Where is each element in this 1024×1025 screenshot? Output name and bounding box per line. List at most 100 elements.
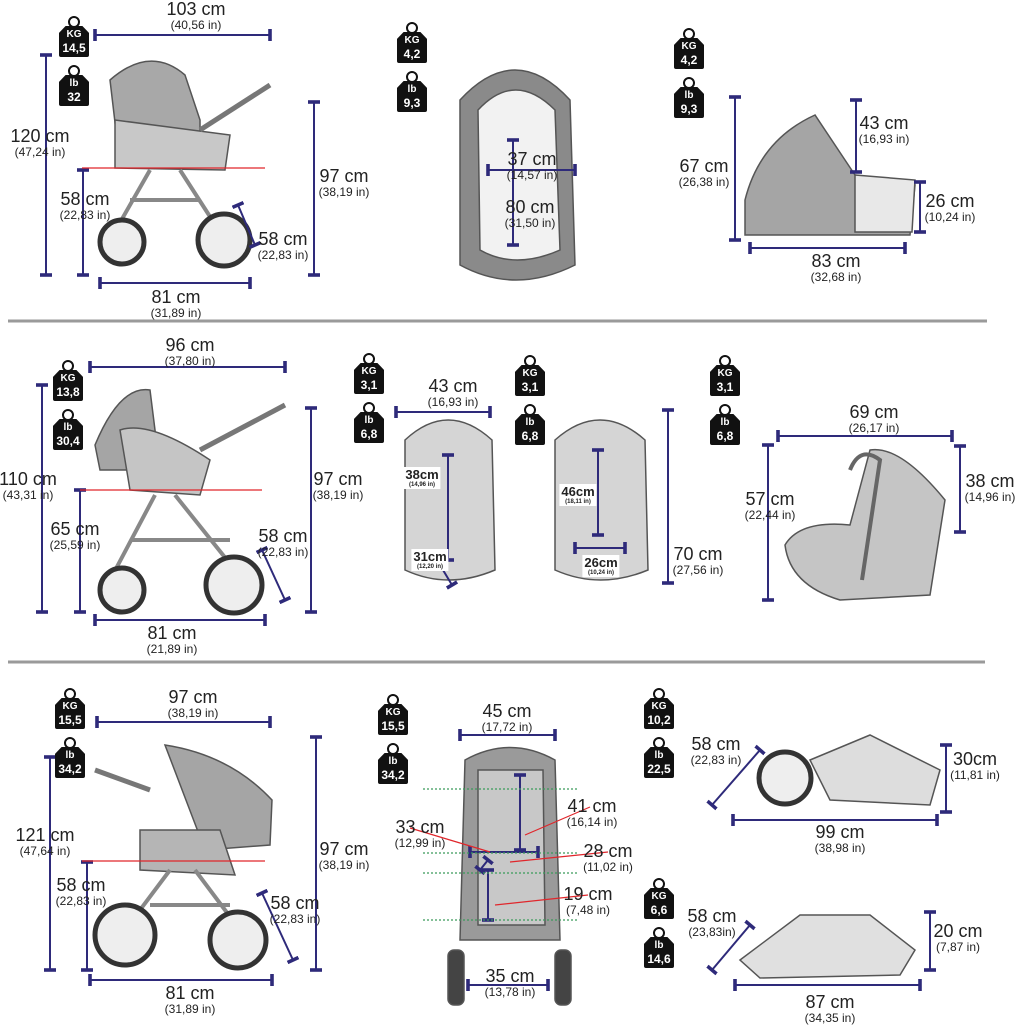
dimension-label: 35 cm(13,78 in) (485, 967, 536, 998)
kg-value: 3,1 (360, 378, 378, 392)
dimension-cm: 58 cm (687, 906, 737, 926)
dimension-label: 97 cm(38,19 in) (319, 840, 370, 871)
kg-value: 15,5 (58, 713, 82, 727)
lb-unit: lb (654, 940, 664, 951)
dimension-label: 67 cm(26,38 in) (679, 157, 730, 188)
dimension-inches: (26,17 in) (848, 421, 900, 435)
lb-unit: lb (720, 417, 730, 428)
dimension-label: 81 cm(31,89 in) (165, 984, 216, 1015)
dimension-cm: 43 cm (428, 376, 478, 396)
lb-unit: lb (65, 750, 75, 761)
dimension-inches: (17,72 in) (481, 720, 533, 734)
dimension-cm: 83 cm (811, 251, 861, 271)
callout-line (509, 851, 609, 863)
dimension-label: 31cm(12,20 in) (411, 549, 449, 571)
lb-unit: lb (654, 750, 664, 761)
dimension-inches: (13,78 in) (484, 985, 536, 999)
dimension-cm: 97 cm (319, 166, 369, 186)
dimension-cm: 58 cm (258, 229, 308, 249)
dimension-label: 97 cm(38,19 in) (168, 688, 219, 719)
dimension-inches: (27,56 in) (672, 563, 724, 577)
kg-unit: KG (651, 891, 667, 902)
dimension-line (255, 888, 300, 965)
lb-value: 6,8 (521, 429, 539, 443)
kg-unit: KG (66, 29, 82, 40)
dimension-label: 37 cm(14,57 in) (507, 150, 558, 181)
dimension-inches: (7,48 in) (565, 903, 611, 917)
callout-line (409, 827, 491, 853)
dimension-cm: 110 cm (0, 469, 57, 489)
dimension-label: 38 cm(14,96 in) (965, 472, 1016, 503)
kg-value: 3,1 (716, 380, 734, 394)
dimension-inches: (16,14 in) (566, 815, 618, 829)
dimension-label: 58 cm(22,83 in) (56, 876, 107, 907)
dimension-inches: (47,64 in) (19, 844, 71, 858)
dimension-cm: 81 cm (151, 287, 201, 307)
kg-unit: KG (385, 707, 401, 718)
dimension-inches: (38,19 in) (318, 858, 370, 872)
dimension-inches: (38,19 in) (318, 185, 370, 199)
dimension-inches: (22,83 in) (690, 753, 742, 767)
dimension-inches: (47,24 in) (14, 145, 66, 159)
dimension-inches: (22,83 in) (55, 894, 107, 908)
dimension-cm: 99 cm (815, 822, 865, 842)
dimension-label: 103 cm(40,56 in) (166, 0, 225, 31)
dimension-label: 87 cm(34,35 in) (805, 993, 856, 1024)
dimension-cm: 103 cm (166, 0, 226, 19)
car-seat-side-view (784, 448, 946, 601)
dimension-cm: 58 cm (258, 526, 308, 546)
dimension-inches: (23,83in) (688, 925, 736, 939)
dimension-inches: (31,89 in) (150, 306, 202, 320)
dimension-inches: (31,89 in) (164, 1002, 216, 1016)
dimension-inches: (7,87 in) (935, 940, 981, 954)
dimension-inches: (40,56 in) (170, 18, 222, 32)
lb-unit: lb (407, 84, 417, 95)
dimension-label: 57 cm(22,44 in) (745, 490, 796, 521)
dimension-line (474, 854, 494, 876)
dimension-inches: (38,19 in) (312, 488, 364, 502)
dimension-cm: 37 cm (507, 149, 557, 169)
dimension-label: 38cm(14,96 in) (403, 467, 441, 489)
lb-value: 34,2 (58, 762, 82, 776)
lb-value: 22,5 (647, 762, 671, 776)
dimension-inches: (14,96 in) (964, 490, 1016, 504)
dimension-inches: (10,24 in) (587, 570, 614, 576)
dimension-inches: (43,31 in) (2, 488, 54, 502)
dimension-label: 45 cm(17,72 in) (482, 702, 533, 733)
dimension-cm: 121 cm (15, 825, 75, 845)
dimension-line (231, 200, 262, 250)
dimension-label: 20 cm(7,87 in) (933, 922, 982, 953)
dimension-label: 58 cm(22,83 in) (258, 527, 309, 558)
dimension-inches: (11,81 in) (950, 768, 1000, 782)
dimension-cm: 26cm (584, 555, 618, 570)
kg-unit: KG (60, 373, 76, 384)
dimension-label: 83 cm(32,68 in) (811, 252, 862, 283)
dimension-inches: (37,80 in) (164, 354, 216, 368)
dimension-label: 41 cm(16,14 in) (567, 797, 618, 828)
lb-unit: lb (63, 422, 73, 433)
callout-line (524, 806, 591, 836)
dimension-label: 70 cm(27,56 in) (673, 545, 724, 576)
kg-value: 4,2 (403, 47, 421, 61)
kg-value: 15,5 (381, 719, 405, 733)
stroller-car-seat-side-view (94, 388, 287, 616)
dimension-cm: 38cm (405, 467, 439, 482)
folded-chassis-without-wheels (738, 914, 916, 979)
dimension-inches: (21,89 in) (146, 642, 198, 656)
dimension-cm: 81 cm (147, 623, 197, 643)
dimension-inches: (12,99 in) (394, 836, 446, 850)
dimension-label: 99 cm(38,98 in) (815, 823, 866, 854)
lb-unit: lb (525, 417, 535, 428)
